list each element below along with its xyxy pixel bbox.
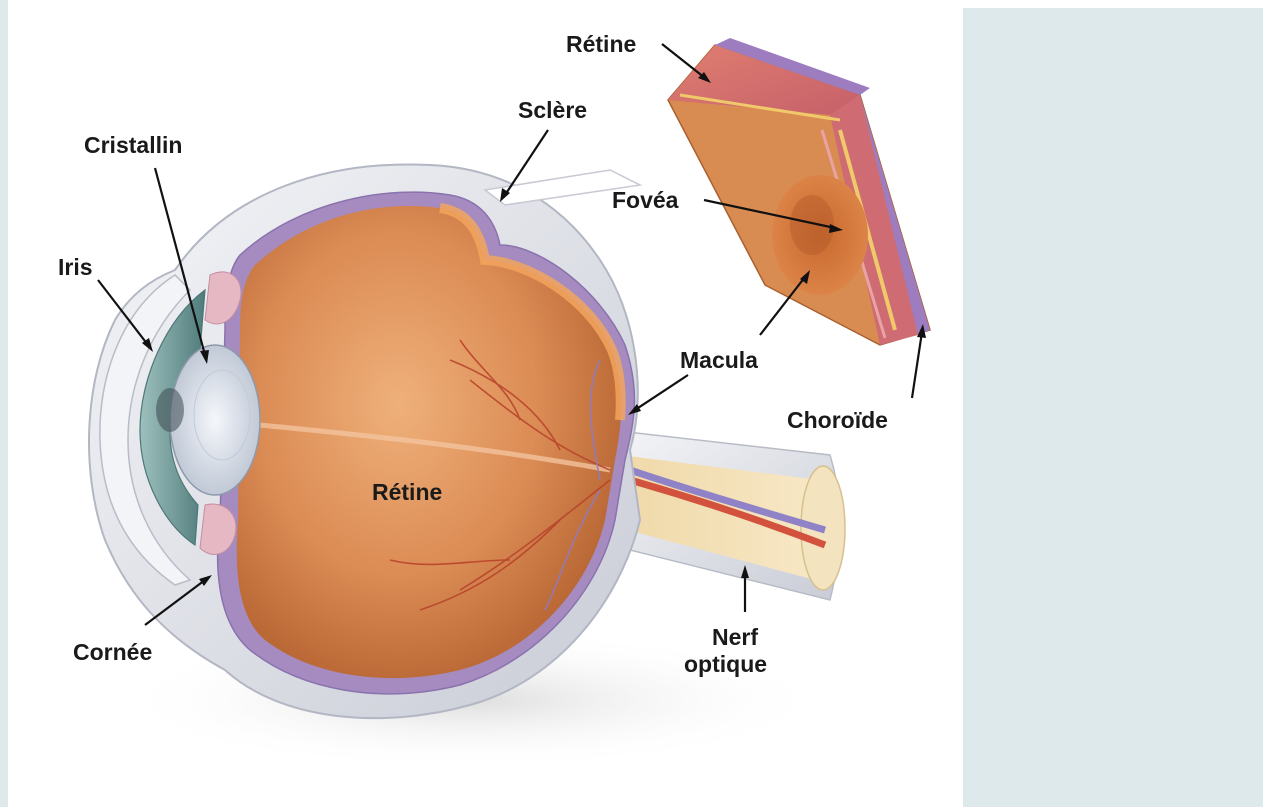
label-iris: Iris	[58, 254, 93, 280]
eye-anatomy-diagram: Rétine Sclère Cristallin Fovéa Iris Macu…	[0, 0, 963, 807]
label-retine-top: Rétine	[566, 31, 636, 57]
label-sclere: Sclère	[518, 97, 587, 123]
label-optique: optique	[684, 651, 767, 677]
label-macula: Macula	[680, 347, 758, 373]
label-cristallin: Cristallin	[84, 132, 182, 158]
optic-nerve	[610, 430, 845, 600]
label-nerf: Nerf	[712, 624, 758, 650]
side-panel	[963, 8, 1263, 807]
retina-detail-block	[668, 38, 930, 345]
label-cornee: Cornée	[73, 639, 152, 665]
label-retine-center: Rétine	[372, 479, 442, 505]
label-fovea: Fovéa	[612, 187, 679, 213]
label-choroide: Choroïde	[787, 407, 888, 433]
lens	[170, 345, 260, 495]
